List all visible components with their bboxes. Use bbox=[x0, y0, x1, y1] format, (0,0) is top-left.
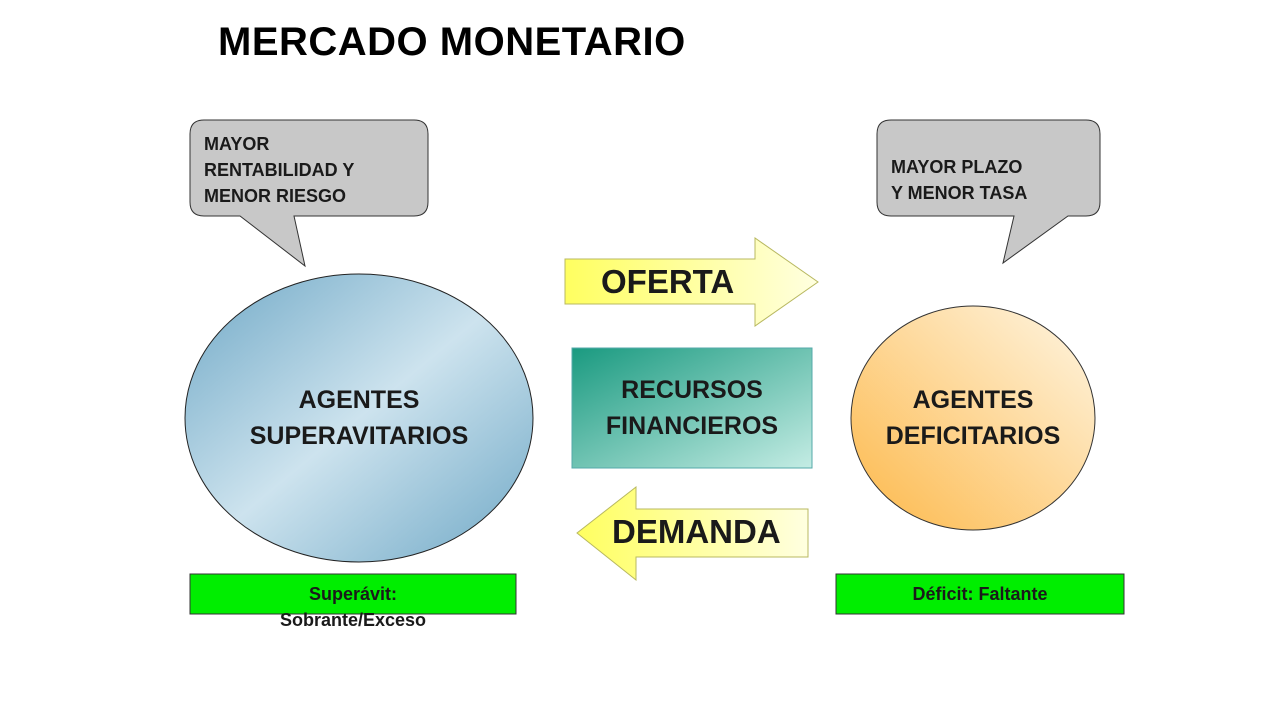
resources-box bbox=[571, 347, 813, 469]
callout-right-line-2: Y MENOR TASA bbox=[891, 183, 1028, 203]
surplus-label-line-1: Superávit: bbox=[308, 584, 398, 604]
arrow-oferta-label: OFERTA bbox=[601, 263, 735, 300]
arrow-oferta-shape bbox=[564, 237, 819, 327]
resources-label: RECURSOS FINANCIEROS bbox=[572, 348, 812, 468]
callout-right-text: MAYOR PLAZO Y MENOR TASA bbox=[891, 154, 1027, 206]
agents-deficit-line-1: AGENTES bbox=[912, 386, 1034, 414]
callout-right-line-1: MAYOR PLAZO bbox=[891, 157, 1023, 177]
deficit-label-line-1: Déficit: Faltante bbox=[912, 584, 1048, 604]
surplus-label: Superávit: Sobrante/Exceso bbox=[190, 581, 516, 633]
callout-left-line-2: RENTABILIDAD Y bbox=[204, 160, 355, 180]
callout-right-shape bbox=[876, 119, 1101, 265]
surplus-label-box bbox=[189, 573, 517, 615]
agents-surplus-label: AGENTES SUPERAVITARIOS bbox=[199, 382, 519, 454]
resources-line-2: FINANCIEROS bbox=[605, 412, 779, 440]
agents-deficit-line-2: DEFICITARIOS bbox=[885, 422, 1061, 450]
agents-surplus-line-1: AGENTES bbox=[298, 386, 420, 414]
surplus-label-line-2: Sobrante/Exceso bbox=[279, 610, 427, 630]
callout-left-shape bbox=[189, 119, 429, 268]
resources-line-1: RECURSOS bbox=[621, 376, 763, 404]
arrow-demanda-shape bbox=[576, 485, 809, 582]
deficit-label-box bbox=[835, 573, 1125, 615]
agents-deficit-ellipse bbox=[850, 305, 1096, 531]
callout-left-line-3: MENOR RIESGO bbox=[204, 186, 347, 206]
agents-surplus-line-2: SUPERAVITARIOS bbox=[249, 422, 469, 450]
callout-left-line-1: MAYOR bbox=[204, 134, 270, 154]
agents-deficit-label: AGENTES DEFICITARIOS bbox=[853, 382, 1093, 454]
callout-left-text: MAYOR RENTABILIDAD Y MENOR RIESGO bbox=[204, 131, 354, 209]
page-title: MERCADO MONETARIO bbox=[218, 20, 686, 64]
arrow-demanda-label: DEMANDA bbox=[612, 513, 781, 550]
agents-surplus-ellipse bbox=[184, 273, 534, 563]
deficit-label: Déficit: Faltante bbox=[836, 581, 1124, 607]
